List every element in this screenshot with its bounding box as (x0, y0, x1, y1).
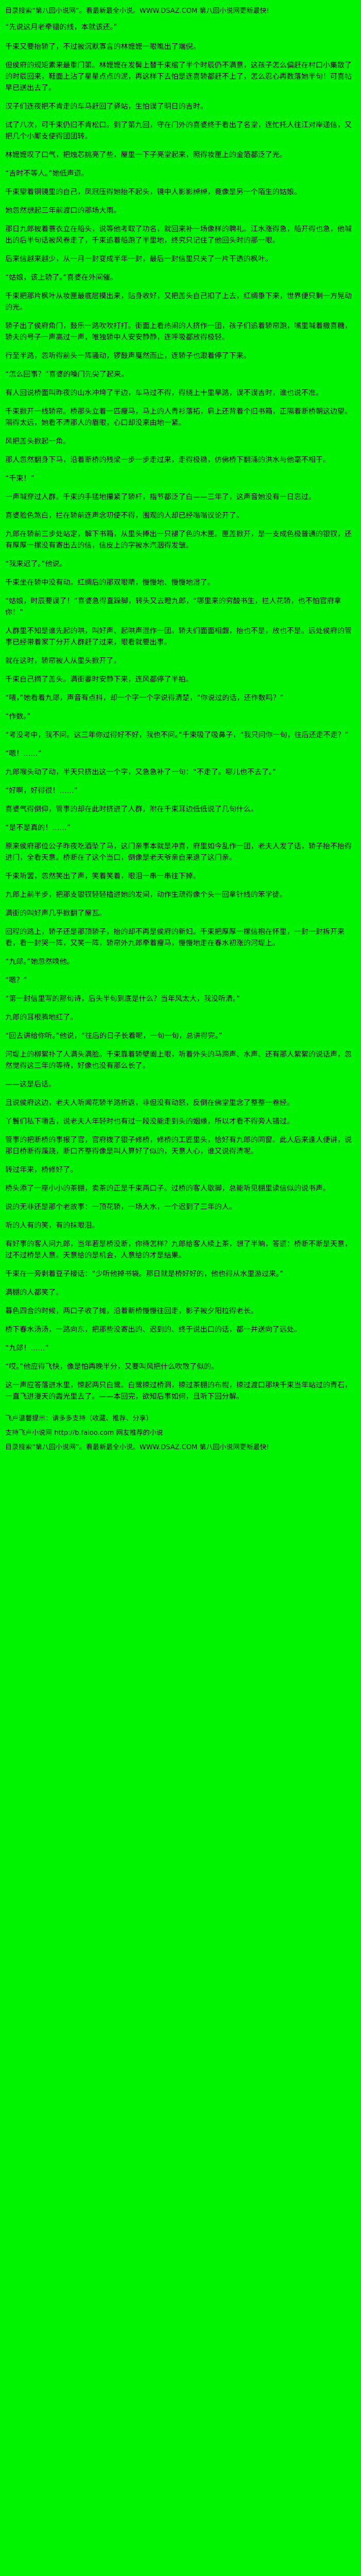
footer-support-prefix: 支持飞卢小说网 (5, 1429, 55, 1437)
site-footer-line: 目录搜索“第八回小说网”。看最新最全小说。WWW.DSAZ.COM 第八回小说网… (5, 1444, 269, 1451)
paragraph: 风把盖头掀起一角。 (5, 437, 70, 446)
paragraph: 千束在一旁剥着豆子接话：“少听他掉书袋。那日就是桥好好的，他也得从水里游过来。” (5, 1270, 284, 1278)
paragraph: 九郎在轿前三步处站定，解下书箱，从里头捧出一只褪了色的木匣。匣盖掀开，是一支成色… (5, 530, 352, 550)
footer-site-link[interactable]: http://b.faloo.com (54, 1429, 114, 1437)
paragraph: 满街的叫好声几乎掀翻了屋瓦。 (5, 909, 106, 918)
paragraph: “姑娘，时辰要误了！”喜婆急得直跺脚，转头又去瞪九郎，“哪里来的穷酸书生，拦人花… (5, 597, 341, 617)
footer-tip-line: 飞卢温馨提示：请多多支持（收藏、推荐、分享） (5, 1415, 153, 1422)
paragraph: “姑娘，该上轿了。”喜婆在外间催。 (5, 274, 118, 282)
paragraph: 林嬷嬷叹了口气，把烛芯挑亮了些，屋里一下子亮堂起来，照得妆匣上的金箔都泛了光。 (5, 151, 287, 159)
paragraph: “考没考中，我不问。这三年你过得好不好，我也不问。”千束吸了吸鼻子，“我只问你一… (5, 731, 349, 739)
paragraph: “吉时不等人。”她低声道。 (5, 170, 89, 178)
paragraph: 转过年来，桥修好了。 (5, 1166, 77, 1174)
paragraph: “好啊，好得很！……” (5, 787, 78, 795)
paragraph: 那日九郎披着蓑衣立在船头，说等他考取了功名，就回来补一场像样的聘礼。江水涨得急，… (5, 225, 352, 245)
paragraph: 千束听罢，忽然笑出了声，笑着笑着，眼泪一串一串往下掉。 (5, 872, 200, 880)
paragraph: 有好事的客人问九郎，当年若是桥没断，你待怎样？九郎给客人续上茶，想了半晌，答道：… (5, 1240, 352, 1260)
paragraph: “九郎！……” (5, 1344, 49, 1352)
paragraph: 行至半路，忽听得前头一阵骚动，锣鼓声戛然而止，连轿子也跟着停了下来。 (5, 352, 251, 360)
footer-support-line: 支持飞卢小说网 http://b.faloo.com 网友推荐的小说 (5, 1428, 356, 1438)
paragraph: 人群里不知是谁先起的哄，叫好声、起哄声混作一团。轿夫们面面相觑，抬也不是，放也不… (5, 627, 352, 647)
site-header-line: 目录搜索“第八回小说网”。看最新最全小说。WWW.DSAZ.COM 第八回小说网… (5, 7, 269, 15)
paragraph: “我来迟了。”他说。 (5, 560, 67, 568)
paragraph: 那人忽然翻身下马，沿着断桥的残梁一步一步走过来，走得极稳，仿佛桥下翻涌的洪水与他… (5, 456, 330, 464)
paragraph: 但侯府的规矩素来最重门第。林嬷嬷在发髻上替千束绾了半个时辰仍不满意，这孩子怎么偏… (5, 61, 352, 92)
paragraph: “千束！” (5, 474, 35, 483)
paragraph: 千束掀开一线轿帘。桥那头立着一匹瘦马，马上的人青衫落拓，肩上还背着个旧书箱，正隔… (5, 408, 352, 427)
paragraph: 九郎的耳根腾地红了。 (5, 1013, 77, 1022)
paragraph: 听的人有的笑，有的抹眼泪。 (5, 1222, 99, 1230)
paragraph: 千束坐在轿中没有动。红绸后的那双眼睛，慢慢地、慢慢地湿了。 (5, 579, 215, 587)
paragraph: “嗯？” (5, 976, 27, 985)
paragraph: “是不是真的！……” (5, 824, 71, 832)
paragraph: 她忽然想起三年前渡口的那场大雨。 (5, 207, 121, 215)
paragraph: ——这是后话。 (5, 1080, 56, 1089)
paragraph: 喜婆气得倒仰，管事的却在此时挤进了人群，附在千束耳边低低说了几句什么。 (5, 805, 258, 814)
paragraph: 千束把那片枫叶从妆匣最底层摸出来，贴身收好，又把盖头自己扣了上去，红绸垂下来，世… (5, 292, 352, 312)
paragraph: 有人回说桥面叫昨夜的山水冲垮了半边，车马过不得，得绕上十里旱路，误不误吉时，谁也… (5, 389, 323, 397)
paragraph: “哎。”他应得飞快，像是怕再晚半分，又要叫风把什么吹散了似的。 (5, 1363, 219, 1371)
page-footer: 飞卢温馨提示：请多多支持（收藏、推荐、分享） 支持飞卢小说网 http://b.… (5, 1414, 356, 1453)
paragraph: 千束自己摘了盖头。满街霎时安静下来，连风都停了半拍。 (5, 675, 193, 684)
paragraph: 说的无非还是那个老故事：一顶花轿，一场大水，一个迟到了三年的人。 (5, 1203, 236, 1211)
paragraph: “九郎。”她忽然唤他。 (5, 958, 74, 966)
footer-support-suffix: 网友推荐的小说 (114, 1429, 163, 1437)
paragraph: “怎么回事？”喜婆的嗓门先尖了起来。 (5, 370, 128, 379)
paragraph: 后来信越来越少，从一月一封变成半年一封，最后一封信里只夹了一片干透的枫叶。 (5, 255, 272, 263)
paragraph: “回去讲给你听。”他说，“往后的日子长着呢，一句一句，总讲得完。” (5, 1032, 223, 1040)
paragraph: “第一封信里写的那句诗，后头半句到底是什么？当年风太大，我没听清。” (5, 995, 240, 1003)
paragraph: 回程的路上，轿子还是那顶轿子，抬的却不再是侯府的新妇。千束把厚厚一摞信抱在怀里，… (5, 928, 344, 947)
paragraph: 喜婆脸色煞白，拦在轿前连声念叨使不得，围观的人却已经嗡嗡议论开了。 (5, 512, 243, 520)
paragraph: 千束又要抬轿了，不过被沉默寡言的林嬷嬷一眼瞧出了端倪。 (5, 43, 200, 51)
paragraph: 桥下春水汤汤，一路向东，把那些没寄出的、迟到的、终于说出口的话，都一并送向了远处… (5, 1326, 301, 1334)
paragraph: 汉子们连夜把不肯走的车马赶回了驿站，生怕误了明日的吉时。 (5, 103, 207, 111)
paragraph: 九郎上前半步，把那支银钗轻轻插进她的发间，动作生疏得像个头一回拿针线的笨学徒。 (5, 891, 287, 899)
paragraph: 九郎喉头动了动，半天只挤出这一个字，又急急补了一句：“不走了。哪儿也不去了。” (5, 768, 276, 776)
paragraph: 试了八次，可千束仍旧不肯松口。到了第九回，守在门外的喜婆终于看出了名堂，连忙托人… (5, 121, 352, 141)
paragraph: 就在这时，轿帘被人从里头掀开了。 (5, 657, 121, 665)
paragraph: “喂，”她看着九郎，声音有点抖，却一个字一个字说得清楚，“你说过的话，还作数吗？… (5, 694, 284, 702)
paragraph: 且说侯府这边，老夫人听闻花轿半路折返，非但没有动怒，反倒在佛堂里念了整整一卷经。 (5, 1099, 294, 1107)
paragraph: “作数。” (5, 713, 31, 721)
paragraph: “嗯！……” (5, 750, 42, 758)
paragraph: 管事的把断桥的事报了官，官府拨了银子修桥，修桥的工匠里头，恰好有九郎的同窗。此人… (5, 1136, 352, 1156)
novel-content: 千束又要抬轿了，不过被沉默寡言的林嬷嬷一眼瞧出了端倪。但侯府的规矩素来最重门第。… (5, 41, 356, 1402)
chapter-opening-quote: “先说这月老牵错的线，本就该还。” (5, 23, 118, 31)
paragraph: 满棚的人都笑了。 (5, 1289, 63, 1297)
paragraph: 这一声应答落进水里，惊起两只白鹭。白鹭掠过桥洞，掠过茶棚的布幌，掠过渡口那块千束… (5, 1381, 352, 1401)
paragraph: 轿子出了侯府角门，鼓乐一路吹吹打打。街面上看热闹的人挤作一团，孩子们追着轿帘跑，… (5, 322, 352, 342)
paragraph: 河堤上的柳絮扑了人满头满脸。千束靠着轿壁阖上眼，听着外头的马蹄声、水声、还有那人… (5, 1050, 352, 1070)
paragraph: 丫鬟们私下嚼舌，说老夫人年轻时也有过一段没能走到头的姻缘，所以才看不得旁人错过。 (5, 1117, 294, 1126)
paragraph: 原来侯府那位公子昨夜吃酒坠了马，这门亲事本就是冲喜，府里如今乱作一团，老夫人发了… (5, 842, 352, 862)
paragraph: 暮色四合的时候，两口子收了摊，沿着新桥慢慢往回走，影子被夕阳拉得老长。 (5, 1307, 258, 1315)
paragraph: 千束望着铜镜里的自己，凤冠压得她抬不起头，镜中人影影绰绰，竟像是另一个陌生的姑娘… (5, 188, 301, 196)
paragraph: 桥头添了一座小小的茶棚，卖茶的正是千束两口子。过桥的客人歇脚，总能听见棚里读信似… (5, 1184, 330, 1193)
paragraph: 一声喊穿过人群。千束的手猛地攥紧了轿杆，指节都泛了白——三年了，这声音她没有一日… (5, 493, 316, 501)
